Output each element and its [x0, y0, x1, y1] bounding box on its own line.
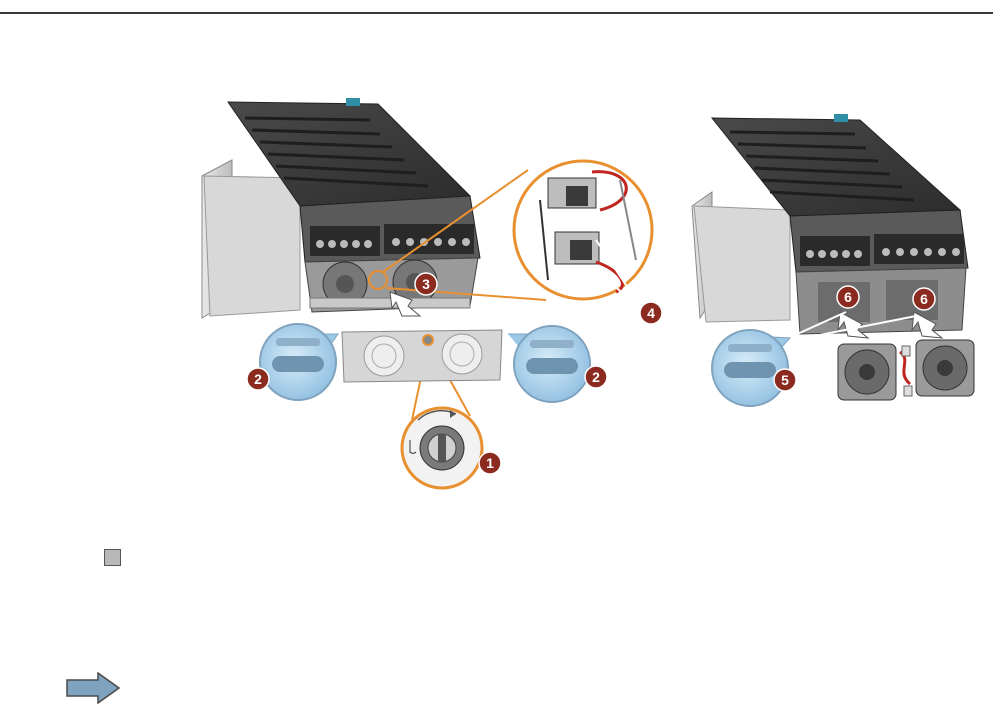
screw-detail-callout	[402, 408, 482, 488]
fan-cover-plate	[342, 330, 502, 382]
screwdriver-detail-right	[508, 326, 590, 402]
step-badge-1: 1	[479, 452, 501, 474]
svg-text:2: 2	[254, 371, 262, 387]
removed-fans	[838, 340, 974, 400]
step-badge-6-right: 6	[913, 288, 935, 310]
fan-replacement-figure: 1 2 2 3 4 5 6 6	[0, 0, 993, 520]
step-badge-3: 3	[415, 273, 437, 295]
step-badge-2-left: 2	[247, 368, 269, 390]
svg-text:2: 2	[592, 369, 600, 385]
right-arrow-icon	[66, 672, 120, 704]
step-badge-4: 4	[640, 302, 662, 324]
gray-square-checkbox-icon	[104, 549, 121, 566]
screwdriver-detail-left	[260, 324, 338, 400]
step-badge-6-left: 6	[837, 286, 859, 308]
svg-text:4: 4	[647, 305, 655, 321]
svg-text:5: 5	[781, 372, 789, 388]
screwdriver-detail-step5	[712, 330, 790, 406]
svg-text:1: 1	[486, 455, 494, 471]
svg-text:6: 6	[920, 291, 928, 307]
svg-text:3: 3	[422, 276, 430, 292]
cable-detail-callout	[514, 161, 652, 299]
left-device	[202, 98, 480, 318]
svg-text:6: 6	[844, 289, 852, 305]
step-badge-5: 5	[774, 369, 796, 391]
step-badge-2-right: 2	[585, 366, 607, 388]
